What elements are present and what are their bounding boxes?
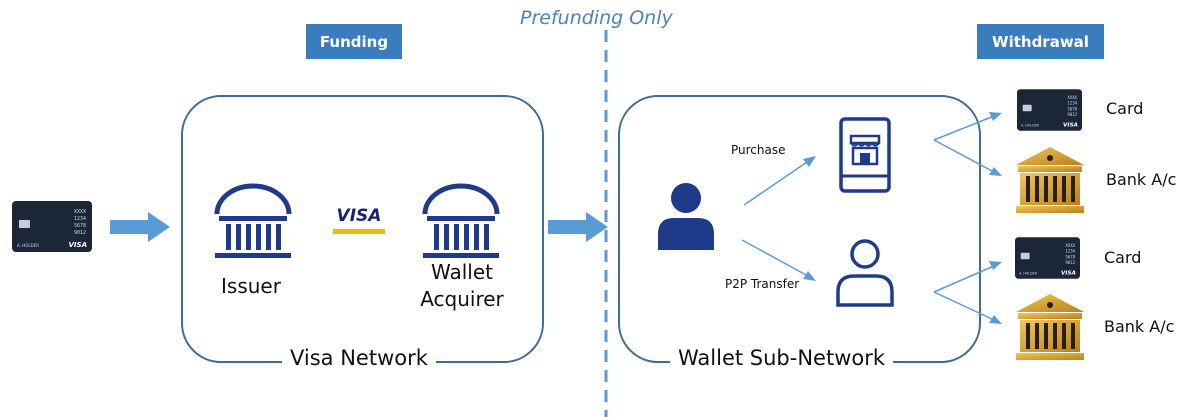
card-brand: VISA <box>69 241 87 249</box>
bank-label: Bank A/c <box>1104 317 1175 336</box>
user-icon <box>658 183 714 250</box>
card-number: XXXX <box>1065 243 1075 248</box>
p2p-arrow <box>741 239 816 281</box>
wallet-acquirer-label: Wallet Acquirer <box>410 259 514 313</box>
card-icon: XXXX 1234 5678 9012 A. HOLDER VISA <box>1015 237 1080 279</box>
card-label: Card <box>1104 248 1142 267</box>
user-outline-icon <box>836 239 894 307</box>
card-number: XXXX <box>74 209 86 215</box>
visa-logo-stripe <box>333 229 385 234</box>
wallet-network-label: Wallet Sub-Network <box>670 346 894 370</box>
withdrawal-arrows-bottom <box>933 261 1002 324</box>
card-icon: XXXX 1234 5678 9012 A. HOLDER VISA <box>1017 89 1082 131</box>
bank-icon <box>1016 147 1084 213</box>
purchase-arrow <box>743 156 816 206</box>
card-number: 5678 <box>1065 254 1075 259</box>
card-label: Card <box>1106 99 1144 118</box>
card-number: 9012 <box>1067 112 1077 117</box>
withdrawal-arrows-top <box>933 112 1002 176</box>
card-number: 1234 <box>1067 101 1077 106</box>
card-number: 9012 <box>74 230 86 236</box>
card-holder: A. HOLDER <box>1021 124 1040 128</box>
bank-icon <box>422 183 500 258</box>
card-number: 1234 <box>74 216 86 222</box>
card-number: 1234 <box>1065 249 1075 254</box>
prefunding-label: Prefunding Only <box>520 7 673 29</box>
card-brand: VISA <box>1063 123 1078 129</box>
card-icon: XXXX 1234 5678 9012 A. HOLDER VISA <box>12 201 92 252</box>
bank-icon <box>214 183 292 258</box>
card-number: 5678 <box>1067 106 1077 111</box>
bank-icon <box>1016 294 1084 360</box>
card-number: XXXX <box>1067 95 1077 100</box>
card-holder: A. HOLDER <box>17 243 39 248</box>
visa-logo: VISA <box>333 206 385 236</box>
card-number: 5678 <box>74 223 86 229</box>
funding-tag: Funding <box>306 24 402 59</box>
arrow-right-icon <box>548 212 608 242</box>
arrow-right-icon <box>110 212 170 242</box>
issuer-label: Issuer <box>221 274 281 298</box>
card-holder: A. HOLDER <box>1019 272 1038 276</box>
withdrawal-tag: Withdrawal <box>977 24 1104 59</box>
wallet-acquirer-line1: Wallet <box>430 260 493 284</box>
visa-logo-text: VISA <box>336 206 382 226</box>
store-tablet-icon <box>839 117 891 193</box>
purchase-label: Purchase <box>731 143 786 157</box>
bank-label: Bank A/c <box>1106 170 1177 189</box>
p2p-label: P2P Transfer <box>725 277 800 291</box>
visa-network-label: Visa Network <box>282 346 436 370</box>
card-brand: VISA <box>1061 271 1076 277</box>
wallet-acquirer-line2: Acquirer <box>420 287 504 311</box>
card-number: 9012 <box>1065 260 1075 265</box>
